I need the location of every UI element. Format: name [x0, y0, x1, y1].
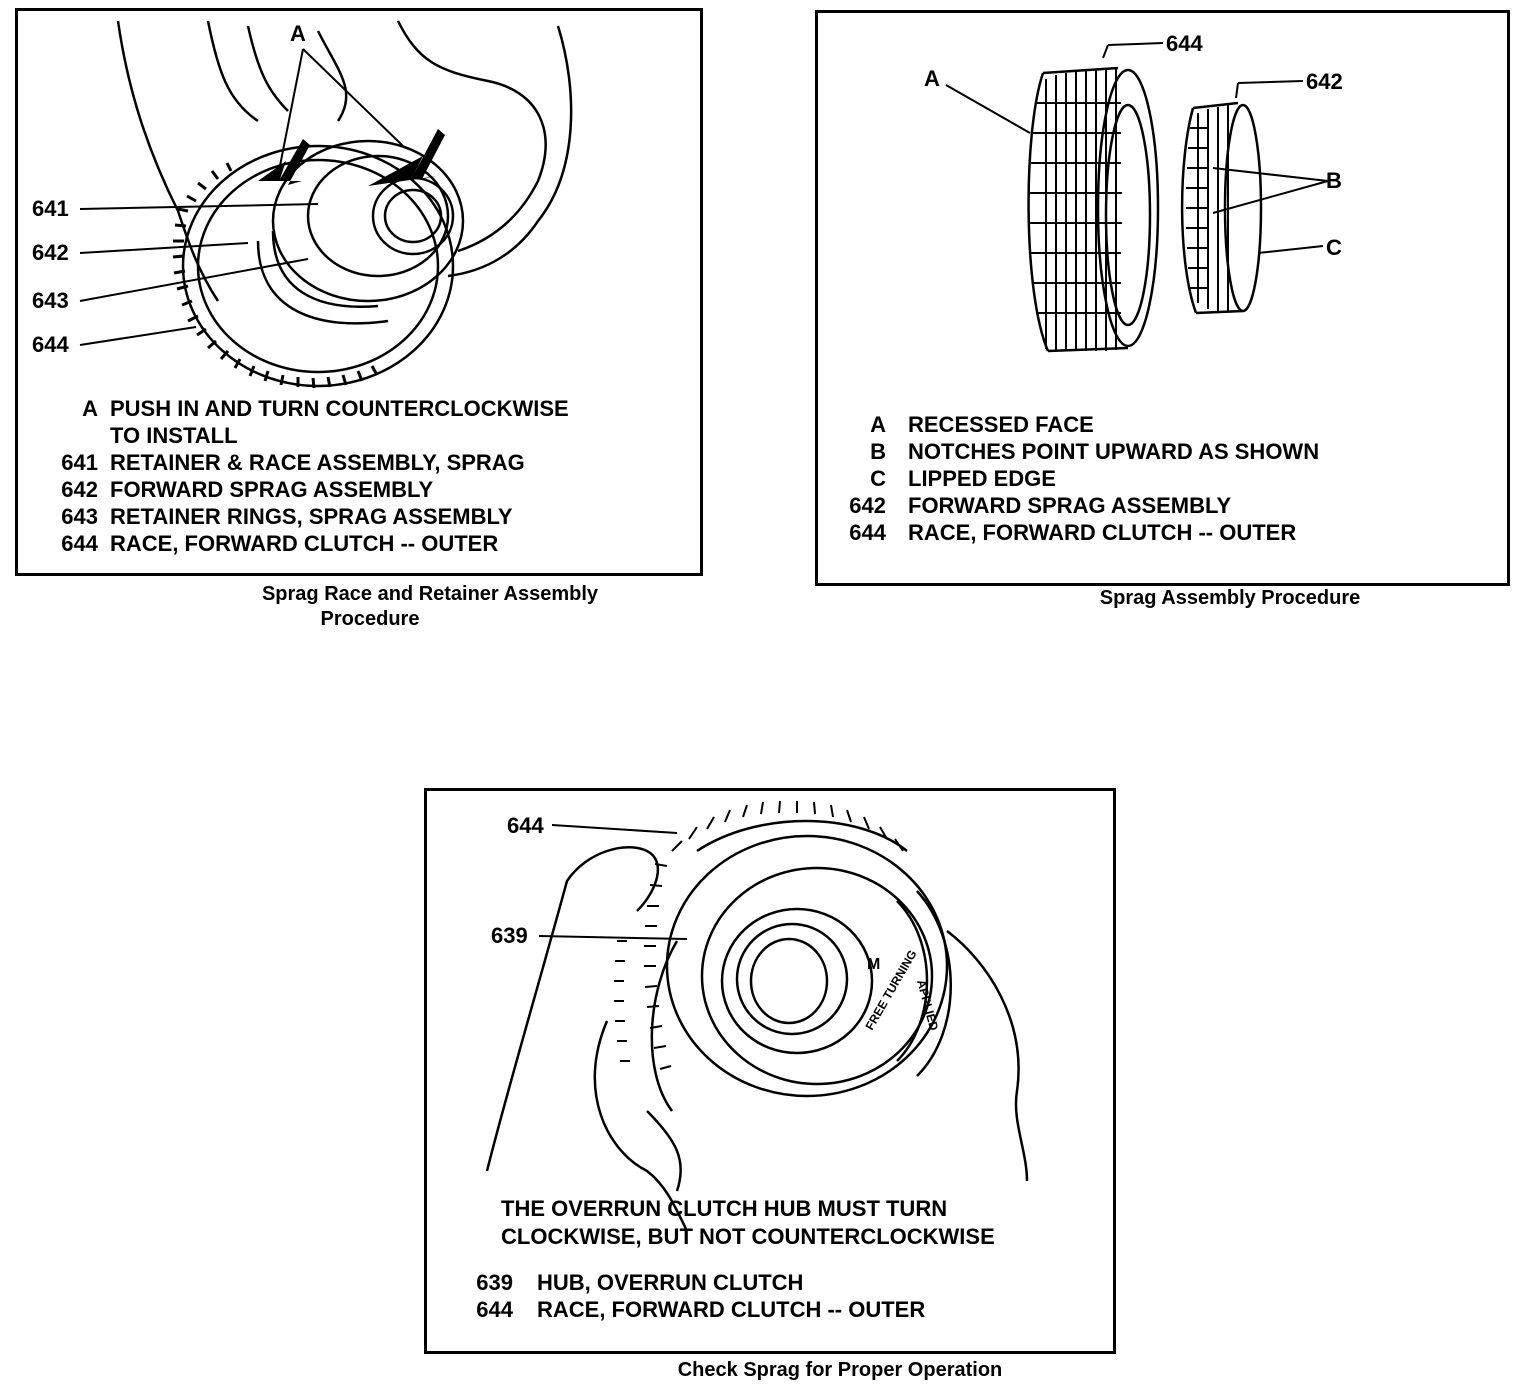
- callout-b: B: [1326, 168, 1342, 193]
- legend-row: 642 FORWARD SPRAG ASSEMBLY: [838, 492, 1319, 519]
- legend-text: RACE, FORWARD CLUTCH -- OUTER: [908, 520, 1297, 545]
- callout-644: 644: [1166, 31, 1203, 56]
- legend-key: A: [82, 396, 98, 421]
- figure-check-sprag: APPLIED FREE TURNING M 644 639 THE OVERR…: [424, 788, 1116, 1354]
- legend-key: 643: [61, 504, 98, 529]
- legend-row: A PUSH IN AND TURN COUNTERCLOCKWISE: [38, 395, 569, 422]
- legend-text: TO INSTALL: [110, 423, 238, 448]
- legend-text: PUSH IN AND TURN COUNTERCLOCKWISE: [110, 396, 569, 421]
- figure-sprag-race-retainer: A 641 642 643 644 A PUSH IN AND TURN COUN…: [15, 8, 703, 576]
- note-line: THE OVERRUN CLUTCH HUB MUST TURN: [501, 1196, 948, 1221]
- legend-text: LIPPED EDGE: [908, 466, 1056, 491]
- operation-note: THE OVERRUN CLUTCH HUB MUST TURN CLOCKWI…: [501, 1195, 995, 1251]
- sprag-assembly-illustration: [945, 42, 1329, 353]
- legend: A PUSH IN AND TURN COUNTERCLOCKWISE TO IN…: [38, 395, 569, 557]
- legend-row: TO INSTALL: [38, 422, 569, 449]
- legend-row: 644 RACE, FORWARD CLUTCH -- OUTER: [38, 530, 569, 557]
- legend-row: 642 FORWARD SPRAG ASSEMBLY: [38, 476, 569, 503]
- legend-key: B: [870, 439, 886, 464]
- legend: A RECESSED FACE B NOTCHES POINT UPWARD AS …: [838, 411, 1319, 546]
- check-sprag-illustration: APPLIED FREE TURNING M: [485, 800, 1029, 1232]
- caption-line: Sprag Race and Retainer Assembly: [261, 583, 599, 605]
- legend-text: RACE, FORWARD CLUTCH -- OUTER: [110, 531, 499, 556]
- legend-key: C: [870, 466, 886, 491]
- legend-key: 642: [849, 493, 886, 518]
- sprag-race-retainer-illustration: [79, 20, 573, 389]
- legend: 639 HUB, OVERRUN CLUTCH 644 RACE, FORWARD …: [467, 1269, 925, 1323]
- callout-a: A: [924, 66, 940, 91]
- legend-text: HUB, OVERRUN CLUTCH: [537, 1270, 804, 1295]
- legend-key: 644: [61, 531, 98, 556]
- figure3-caption: Check Sprag for Proper Operation: [677, 1359, 1003, 1381]
- callout-642: 642: [32, 240, 69, 265]
- legend-text: RETAINER RINGS, SPRAG ASSEMBLY: [110, 504, 513, 529]
- legend-text: RECESSED FACE: [908, 412, 1094, 437]
- legend-key: A: [870, 412, 886, 437]
- callout-644: 644: [32, 332, 69, 357]
- legend-row: 639 HUB, OVERRUN CLUTCH: [467, 1269, 925, 1296]
- legend-row: 644 RACE, FORWARD CLUTCH -- OUTER: [838, 519, 1319, 546]
- legend-key: 639: [476, 1270, 513, 1295]
- applied-label: APPLIED: [914, 978, 941, 1032]
- legend-key: [38, 422, 98, 449]
- legend-key: 641: [61, 450, 98, 475]
- callout-644: 644: [507, 813, 544, 838]
- figure-sprag-assembly: 644 642 A B C A RECESSED FACE B NOTCHES PO…: [815, 10, 1510, 586]
- callout-643: 643: [32, 288, 69, 313]
- legend-row: B NOTCHES POINT UPWARD AS SHOWN: [838, 438, 1319, 465]
- m-label: M: [867, 956, 880, 973]
- callout-642: 642: [1306, 69, 1343, 94]
- legend-row: 644 RACE, FORWARD CLUTCH -- OUTER: [467, 1296, 925, 1323]
- figure2-caption: Sprag Assembly Procedure: [1099, 587, 1361, 609]
- legend-text: NOTCHES POINT UPWARD AS SHOWN: [908, 439, 1320, 464]
- callout-639: 639: [491, 923, 528, 948]
- caption-line: Procedure: [320, 608, 420, 630]
- legend-key: 644: [849, 520, 886, 545]
- legend-key: 644: [476, 1297, 513, 1322]
- legend-text: FORWARD SPRAG ASSEMBLY: [110, 477, 434, 502]
- legend-text: RETAINER & RACE ASSEMBLY, SPRAG: [110, 450, 525, 475]
- figure1-caption: Sprag Race and Retainer Assembly Procedu…: [160, 582, 700, 632]
- legend-row: 641 RETAINER & RACE ASSEMBLY, SPRAG: [38, 449, 569, 476]
- callout-641: 641: [32, 196, 69, 221]
- callout-c: C: [1326, 235, 1342, 260]
- callout-a: A: [290, 21, 306, 46]
- legend-row: C LIPPED EDGE: [838, 465, 1319, 492]
- legend-row: A RECESSED FACE: [838, 411, 1319, 438]
- note-line: CLOCKWISE, BUT NOT COUNTERCLOCKWISE: [501, 1224, 995, 1249]
- legend-text: RACE, FORWARD CLUTCH -- OUTER: [537, 1297, 926, 1322]
- legend-key: 642: [61, 477, 98, 502]
- legend-row: 643 RETAINER RINGS, SPRAG ASSEMBLY: [38, 503, 569, 530]
- legend-text: FORWARD SPRAG ASSEMBLY: [908, 493, 1232, 518]
